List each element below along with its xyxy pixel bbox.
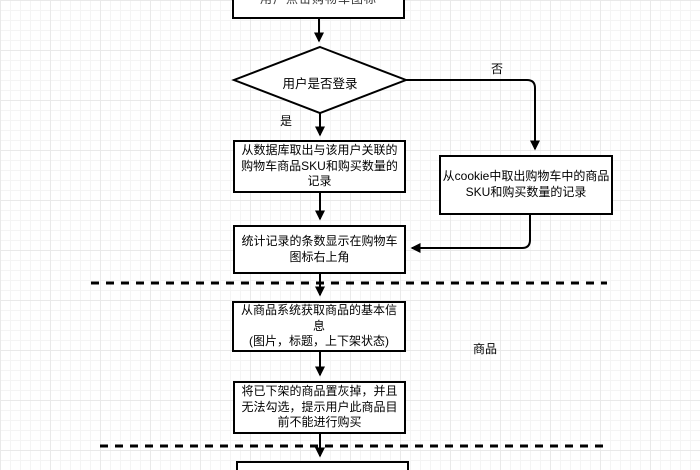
- db-box: 从数据库取出与该用户关联的 购物车商品SKU和购买数量的 记录: [233, 140, 406, 193]
- top-box: 用户点击购物车图标: [232, 0, 405, 19]
- yes-branch-label: 是: [280, 114, 293, 128]
- bottom-box: [236, 461, 409, 470]
- connector-cookie-to-count: [410, 215, 531, 253]
- decision-label: 用户是否登录: [282, 77, 358, 91]
- cookie-box: 从cookie中取出购物车中的商品 SKU和购买数量的记录: [439, 155, 613, 215]
- count-box-text: 统计记录的条数显示在购物车 图标右上角: [241, 233, 398, 264]
- info-box: 从商品系统获取商品的基本信 息 (图片，标题，上下架状态): [232, 301, 406, 352]
- connector-no: [406, 79, 540, 151]
- info-box-text: 从商品系统获取商品的基本信 息 (图片，标题，上下架状态): [240, 302, 397, 349]
- lane-label-product: 商品: [473, 342, 498, 356]
- gray-box: 将已下架的商品置灰掉，并且 无法勾选，提示用户此商品目 前不能进行购买: [233, 381, 406, 434]
- db-box-text: 从数据库取出与该用户关联的 购物车商品SKU和购买数量的 记录: [241, 142, 398, 189]
- count-box: 统计记录的条数显示在购物车 图标右上角: [233, 225, 406, 274]
- gray-box-text: 将已下架的商品置灰掉，并且 无法勾选，提示用户此商品目 前不能进行购买: [241, 383, 398, 430]
- cookie-box-text: 从cookie中取出购物车中的商品 SKU和购买数量的记录: [442, 169, 610, 199]
- no-branch-label: 否: [491, 62, 504, 76]
- top-box-clipped-text: 用户点击购物车图标: [234, 0, 403, 6]
